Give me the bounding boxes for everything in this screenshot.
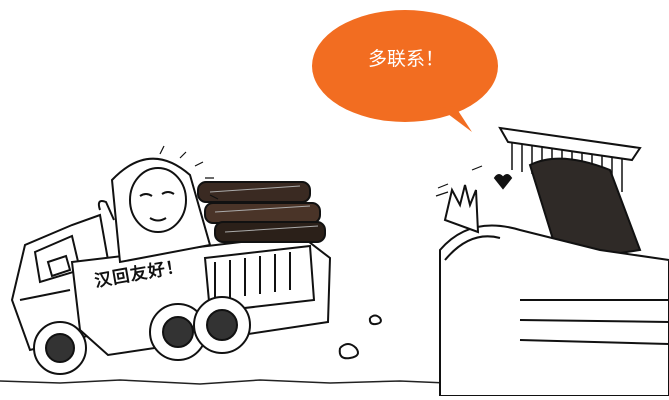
speech-bubble-text: 多联系！ [367,48,444,70]
emperor-illustration [435,126,669,397]
truck-illustration [10,181,382,375]
speech-bubble [312,10,498,132]
princess-illustration [97,145,219,264]
